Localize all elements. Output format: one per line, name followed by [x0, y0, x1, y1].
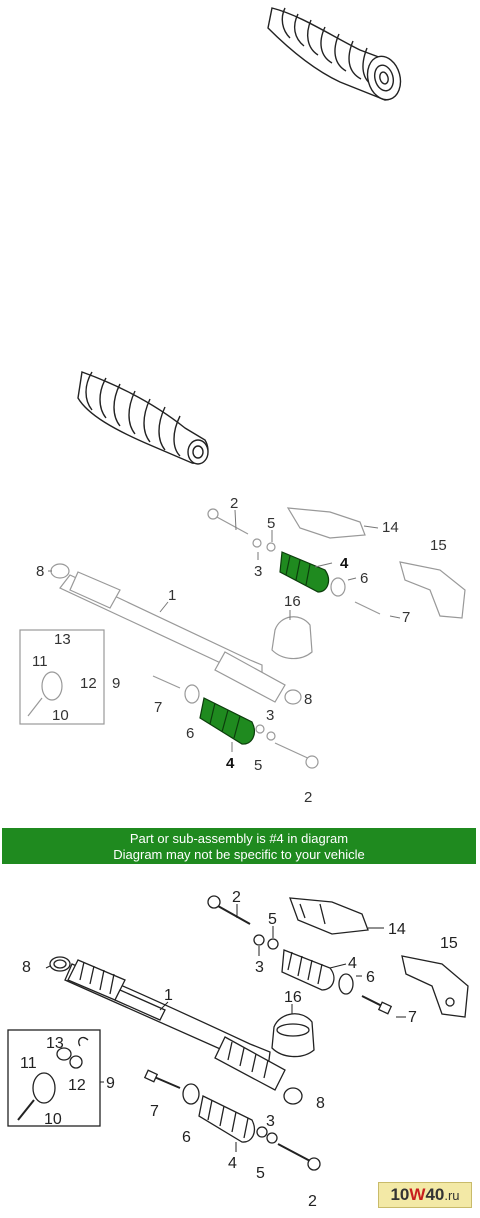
callout-10: 10 [44, 1111, 62, 1128]
boot-closeup-panel [0, 0, 480, 470]
callout-14: 14 [388, 921, 406, 938]
callout-13: 13 [46, 1035, 64, 1052]
callout-8b: 8 [316, 1095, 325, 1112]
callout-6-mid: 6 [360, 570, 368, 587]
highlight-diagram-panel: 2 5 3 4 14 15 6 7 8 1 16 13 11 12 9 10 7… [0, 490, 480, 820]
callout-8: 8 [22, 959, 31, 976]
callout-6b-mid: 6 [186, 725, 194, 742]
boot-lower-drawing [77, 371, 209, 465]
callout-2b-mid: 2 [304, 789, 312, 806]
callout-12: 12 [68, 1077, 86, 1094]
callout-5-mid: 5 [267, 515, 275, 532]
callout-9-mid: 9 [112, 675, 120, 692]
watermark-tld: .ru [444, 1188, 460, 1203]
callout-15: 15 [440, 935, 458, 952]
highlight-notice-banner: Part or sub-assembly is #4 in diagram Di… [2, 828, 476, 864]
banner-line-1: Part or sub-assembly is #4 in diagram [129, 831, 349, 846]
boot-4-lower-drawing [198, 1095, 256, 1143]
callout-10-mid: 10 [52, 707, 69, 724]
callout-labels: 2 5 3 4 14 15 6 7 8 1 16 13 11 12 9 10 7… [20, 889, 458, 1210]
callout-16: 16 [284, 989, 302, 1006]
boot-closeup-drawing [77, 7, 402, 465]
exploded-diagram-panel: 2 5 3 4 14 15 6 7 8 1 16 13 11 12 9 10 7… [0, 872, 480, 1213]
callout-8-mid: 8 [36, 563, 44, 580]
watermark-prefix: 10 [390, 1185, 410, 1204]
boot-4-upper-drawing [281, 949, 335, 991]
callout-3b-mid: 3 [266, 707, 274, 724]
callout-labels-mid: 2 5 3 4 14 15 6 7 8 1 16 13 11 12 9 10 7… [32, 495, 447, 806]
callout-4-mid: 4 [340, 555, 349, 572]
callout-2b: 2 [308, 1193, 317, 1210]
callout-7b: 7 [150, 1103, 159, 1120]
callout-7-mid: 7 [402, 609, 410, 626]
callout-4: 4 [348, 955, 357, 972]
highlighted-part-4 [199, 551, 330, 745]
callout-12-mid: 12 [80, 675, 97, 692]
callout-5: 5 [268, 911, 277, 928]
boot-upper-drawing [267, 7, 402, 101]
callout-1: 1 [164, 987, 173, 1004]
callout-7: 7 [408, 1009, 417, 1026]
callout-6: 6 [366, 969, 375, 986]
callout-15-mid: 15 [430, 537, 447, 554]
callout-3: 3 [255, 959, 264, 976]
callout-5b: 5 [256, 1165, 265, 1182]
callout-11-mid: 11 [32, 653, 48, 670]
callout-5b-mid: 5 [254, 757, 262, 774]
site-watermark-logo: 10W40.ru [378, 1182, 472, 1208]
callout-2: 2 [232, 889, 241, 906]
callout-9: 9 [106, 1075, 115, 1092]
exploded-diagram: 2 5 3 4 14 15 6 7 8 1 16 13 11 12 9 10 7… [7, 889, 469, 1210]
callout-4b: 4 [228, 1155, 237, 1172]
callout-13-mid: 13 [54, 631, 71, 648]
callout-3-mid: 3 [254, 563, 262, 580]
callout-11: 11 [20, 1055, 37, 1072]
callout-3b: 3 [266, 1113, 275, 1130]
callout-4b-mid: 4 [226, 755, 235, 772]
callout-14-mid: 14 [382, 519, 399, 536]
highlight-diagram: 2 5 3 4 14 15 6 7 8 1 16 13 11 12 9 10 7… [19, 495, 466, 806]
callout-8b-mid: 8 [304, 691, 312, 708]
watermark-mark: W [409, 1185, 426, 1204]
callout-2-mid: 2 [230, 495, 238, 512]
banner-line-2: Diagram may not be specific to your vehi… [113, 847, 365, 862]
callout-7b-mid: 7 [154, 699, 162, 716]
watermark-suffix: 40 [425, 1185, 445, 1204]
callout-6b: 6 [182, 1129, 191, 1146]
callout-1-mid: 1 [168, 587, 176, 604]
callout-16-mid: 16 [284, 593, 301, 610]
